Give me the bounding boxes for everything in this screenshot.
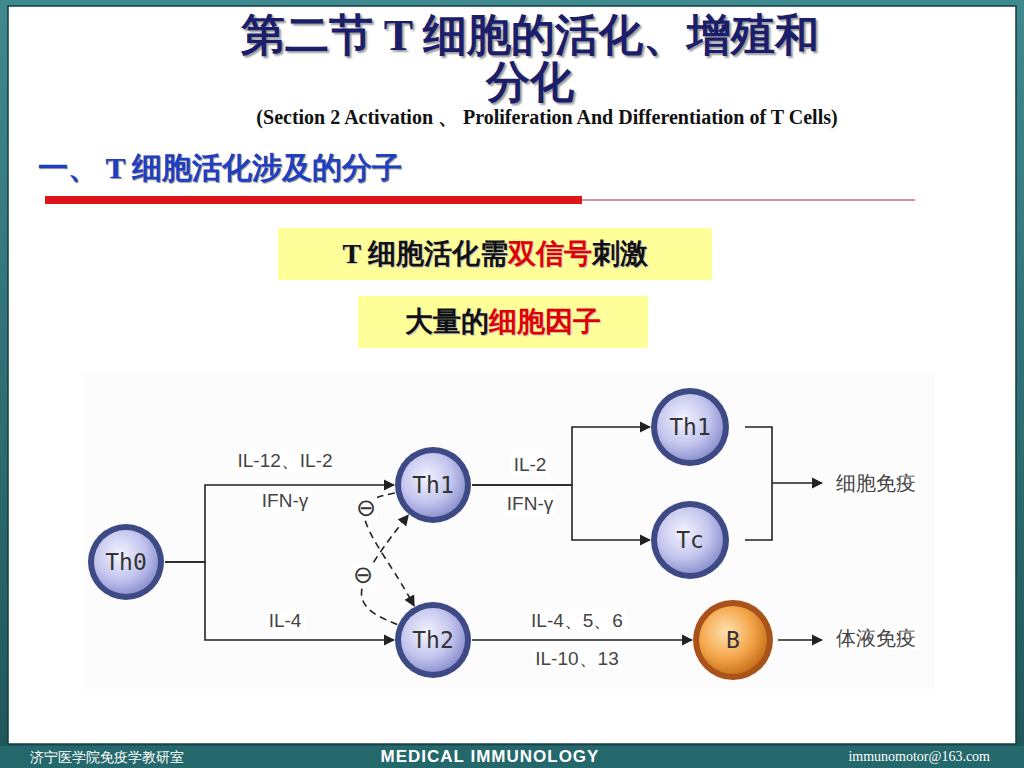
- cytokine-label: IL-4: [266, 610, 305, 632]
- node-text: 细胞因子: [489, 306, 601, 337]
- differentiation-connector: [472, 427, 650, 485]
- footer-text: 济宁医学院免疫学教研室: [30, 749, 184, 765]
- node-text-group: Th0: [105, 549, 147, 575]
- cell-outline: [650, 387, 730, 467]
- bracket-line: [745, 427, 772, 540]
- node-text: Th0: [105, 549, 147, 575]
- node-text: T 细胞活化需: [342, 238, 507, 269]
- cell-outline: [87, 523, 165, 601]
- node-text-group: Tc: [676, 527, 704, 553]
- node-text-group: T 细胞活化需双信号刺激: [342, 235, 647, 273]
- cell-circle: Th2: [394, 601, 472, 679]
- inhibition-connector: [364, 493, 414, 606]
- inhibition-symbol: ⊖: [352, 563, 374, 587]
- cell-outline: [692, 599, 774, 681]
- cell-ring: [651, 388, 729, 466]
- cell-body: [94, 530, 158, 594]
- cell-circle: Th0: [87, 523, 165, 601]
- node-text: Th2: [412, 627, 454, 653]
- cell-ring: [651, 501, 729, 579]
- cell-body: [401, 608, 465, 672]
- cell-ring: [693, 600, 773, 680]
- node-text: 双信号: [508, 238, 592, 269]
- cell-ring: [395, 602, 471, 678]
- node-text-group: Th1: [412, 472, 454, 498]
- cell-circle: Tc: [650, 500, 730, 580]
- footer-bar: [0, 746, 1024, 768]
- cell-outline: [394, 601, 472, 679]
- cell-body: [657, 507, 723, 573]
- cell-ring: [88, 524, 164, 600]
- node-text-group: B: [726, 627, 740, 653]
- outcome-label: 细胞免疫: [834, 472, 918, 495]
- cell-body: [657, 394, 723, 460]
- slide-ground: [8, 6, 1016, 744]
- cytokine-label: IFN-γ: [259, 490, 311, 512]
- node-text: 刺激: [592, 238, 648, 269]
- heading-rule-thin: [582, 200, 915, 201]
- node-text: 大量的: [405, 306, 489, 337]
- cell-outline: [394, 446, 472, 524]
- node-text-group: 大量的细胞因子: [405, 303, 601, 341]
- node-text-group: Th1: [669, 414, 711, 440]
- node-text-group: Th2: [412, 627, 454, 653]
- node-text: B: [726, 627, 740, 653]
- differentiation-connector: [472, 639, 692, 641]
- section-heading: 一、 T 细胞活化涉及的分子: [38, 151, 402, 186]
- differentiation-connector: [472, 485, 650, 540]
- node-text: Th1: [669, 414, 711, 440]
- footer-text: immunomotor@163.com: [848, 749, 990, 765]
- slide-title: 第二节 T 细胞的活化、增殖和 分化: [230, 12, 830, 106]
- cytokine-label: IL-12、IL-2: [234, 450, 335, 472]
- differentiation-connector: [165, 562, 394, 640]
- cell-circle: Th1: [394, 446, 472, 524]
- heading-rule: [45, 196, 582, 204]
- inhibition-symbol: ⊖: [355, 496, 377, 520]
- message-box: 大量的细胞因子: [358, 296, 648, 348]
- node-text: Th1: [412, 472, 454, 498]
- outcome-arrow: [778, 639, 822, 641]
- inhibition-connector: [361, 515, 408, 624]
- connector-layer: [165, 427, 692, 640]
- cell-ring: [395, 447, 471, 523]
- cytokine-label: IL-2: [511, 454, 550, 476]
- cell-outline: [650, 500, 730, 580]
- figure-ground: [82, 372, 935, 690]
- outcome-arrow: [772, 482, 822, 484]
- cytokine-label: IL-4、5、6: [528, 610, 626, 632]
- differentiation-connector: [165, 485, 394, 562]
- message-box: T 细胞活化需双信号刺激: [278, 228, 712, 280]
- outcome-bracket: [745, 427, 822, 640]
- cell-body: [401, 453, 465, 517]
- cell-circle: B: [692, 599, 774, 681]
- outcome-label: 体液免疫: [834, 627, 918, 650]
- node-text: Tc: [676, 527, 704, 553]
- cytokine-label: IL-10、13: [532, 648, 621, 670]
- cell-circle: Th1: [650, 387, 730, 467]
- footer-text: MEDICAL IMMUNOLOGY: [381, 747, 600, 767]
- cell-body: [699, 606, 767, 674]
- cytokine-label: IFN-γ: [504, 493, 556, 515]
- subtitle: (Section 2 Activation 、 Proliferation An…: [256, 106, 837, 129]
